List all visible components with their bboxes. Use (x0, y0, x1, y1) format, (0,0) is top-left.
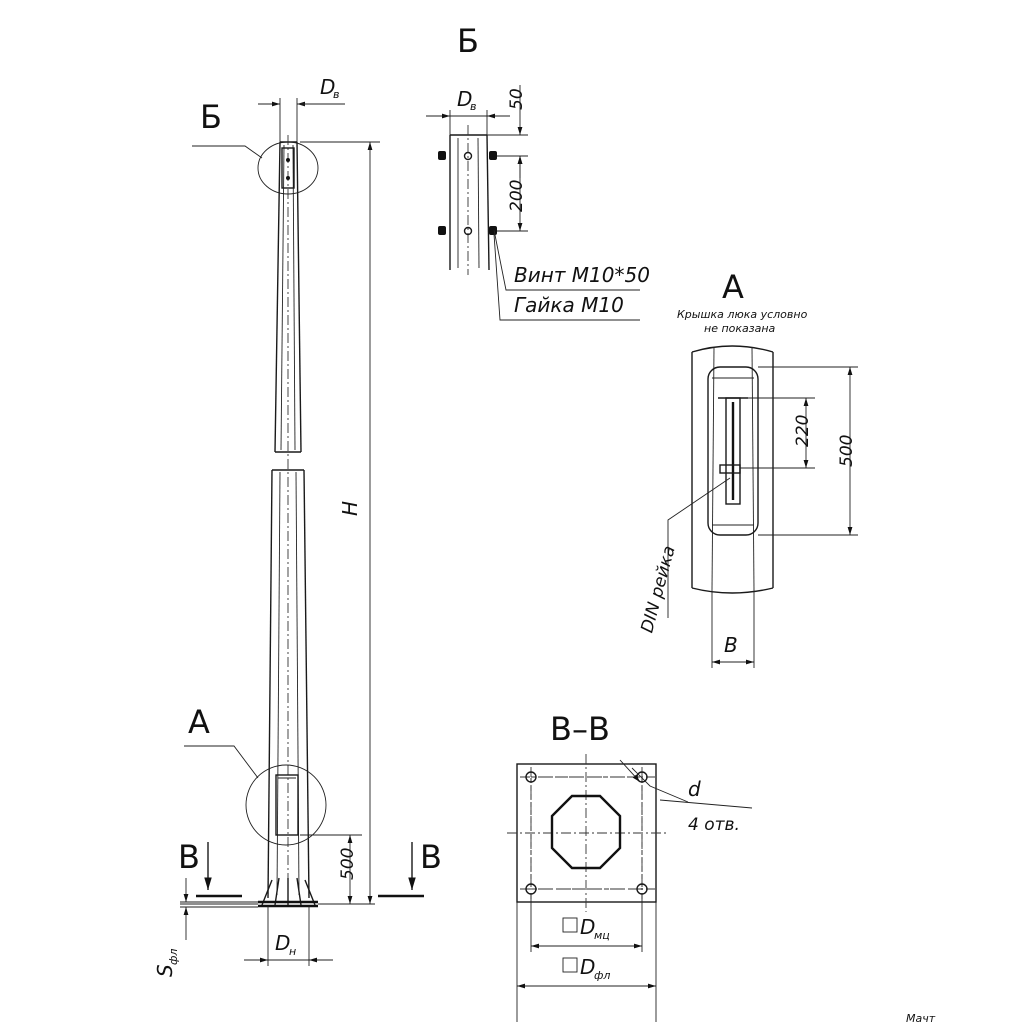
dim-sfl: S фл (153, 878, 258, 977)
svg-text:H: H (338, 501, 362, 516)
svg-text:D: D (580, 955, 595, 979)
svg-text:н: н (289, 945, 296, 958)
svg-text:В: В (420, 838, 442, 876)
svg-text:500: 500 (338, 848, 358, 880)
svg-text:DIN рейка: DIN рейка (637, 544, 679, 635)
svg-text:Крышка люка условно: Крышка люка условно (677, 308, 808, 321)
svg-text:200: 200 (507, 180, 527, 212)
svg-text:A: A (188, 703, 210, 741)
svg-text:Гайка М10: Гайка М10 (514, 293, 624, 317)
svg-text:фл: фл (594, 969, 610, 982)
svg-text:В: В (178, 838, 200, 876)
svg-text:в: в (333, 88, 339, 101)
svg-text:50: 50 (507, 88, 527, 110)
svg-text:не показана: не показана (704, 322, 776, 335)
svg-text:4 отв.: 4 отв. (688, 815, 740, 835)
svg-text:D: D (457, 87, 472, 111)
svg-text:В–В: В–В (550, 710, 610, 748)
svg-text:500: 500 (837, 435, 857, 467)
svg-text:D: D (320, 75, 335, 99)
section-vv-flange: В–В d 4 отв. D мц D (507, 710, 753, 1022)
svg-text:Б: Б (200, 98, 222, 136)
view-a-detail: A Крышка люка условно не показана 220 50… (637, 268, 858, 668)
svg-text:фл: фл (167, 949, 180, 965)
svg-text:мц: мц (594, 929, 610, 942)
svg-text:в: в (470, 100, 476, 113)
callout-b: Б (192, 98, 319, 195)
dim-dn: D н (244, 906, 333, 966)
svg-text:D: D (580, 915, 595, 939)
callout-a: A (184, 703, 327, 846)
dim-h: H (300, 141, 380, 904)
corner-text: Мачт (906, 1012, 936, 1024)
svg-text:Б: Б (457, 22, 479, 60)
dim-500-base: 500 (300, 834, 362, 904)
svg-text:D: D (275, 931, 290, 955)
svg-text:d: d (688, 777, 701, 801)
svg-text:220: 220 (793, 415, 813, 447)
view-b-detail: Б D в 50 200 Винт М10*50 (426, 22, 650, 321)
svg-text:A: A (722, 268, 744, 306)
section-cut-v: В В (178, 838, 442, 898)
svg-text:В: В (724, 633, 738, 657)
pole-elevation (180, 135, 375, 908)
svg-text:Винт М10*50: Винт М10*50 (514, 263, 650, 287)
dim-db-top: D в (258, 75, 345, 142)
svg-text:S: S (153, 964, 177, 977)
